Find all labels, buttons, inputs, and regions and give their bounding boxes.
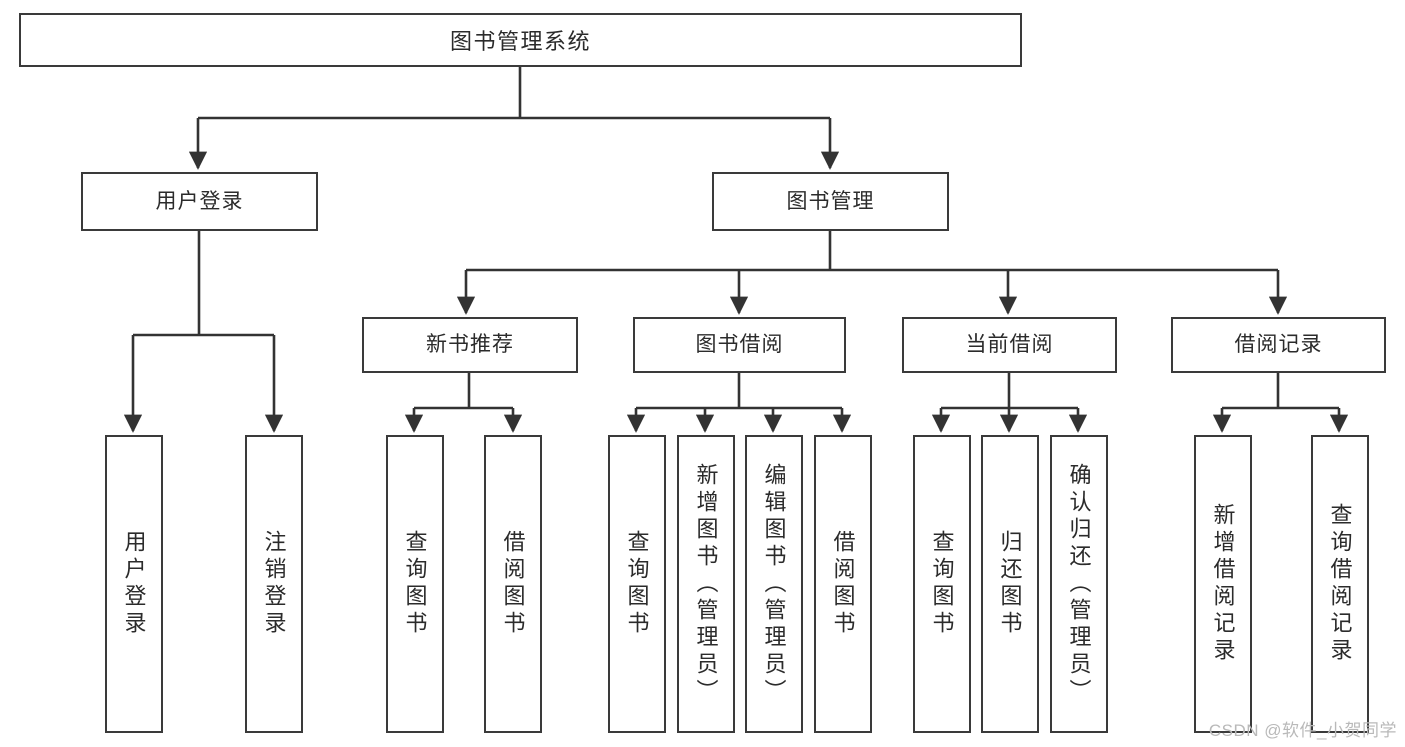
csdn-watermark: CSDN @软件_小贺同学: [1208, 721, 1397, 740]
leaf-new-book-1[interactable]: 查询图书: [386, 435, 444, 733]
leaf-current-borrow-2-label: 归还图书: [997, 530, 1023, 638]
node-root-library-system[interactable]: 图书管理系统: [19, 13, 1022, 67]
leaf-borrow-record-2[interactable]: 查询借阅记录: [1311, 435, 1369, 733]
leaf-book-borrow-2[interactable]: 新增图书（管理员）: [677, 435, 735, 733]
leaf-borrow-record-2-label: 查询借阅记录: [1327, 503, 1353, 665]
node-book-borrow-label: 图书借阅: [695, 333, 784, 357]
leaf-current-borrow-3[interactable]: 确认归还（管理员）: [1050, 435, 1108, 733]
node-new-book-recommend[interactable]: 新书推荐: [362, 317, 578, 373]
leaf-borrow-record-1[interactable]: 新增借阅记录: [1194, 435, 1252, 733]
node-user-login[interactable]: 用户登录: [81, 172, 318, 231]
leaf-book-borrow-3-label: 编辑图书（管理员）: [761, 462, 787, 706]
leaf-user-login-2-label: 注销登录: [261, 530, 287, 638]
leaf-book-borrow-1-label: 查询图书: [624, 530, 650, 638]
node-root-label: 图书管理系统: [449, 29, 591, 54]
leaf-user-login-1[interactable]: 用户登录: [105, 435, 163, 733]
node-current-borrow-label: 当前借阅: [965, 333, 1054, 357]
leaf-book-borrow-3[interactable]: 编辑图书（管理员）: [745, 435, 803, 733]
node-new-book-recommend-label: 新书推荐: [426, 333, 514, 357]
leaf-new-book-1-label: 查询图书: [402, 530, 428, 638]
leaf-book-borrow-1[interactable]: 查询图书: [608, 435, 666, 733]
leaf-user-login-2[interactable]: 注销登录: [245, 435, 303, 733]
node-book-management-label: 图书管理: [786, 189, 875, 213]
leaf-new-book-2-label: 借阅图书: [500, 530, 526, 638]
node-book-management[interactable]: 图书管理: [712, 172, 949, 231]
leaf-book-borrow-4[interactable]: 借阅图书: [814, 435, 872, 733]
leaf-book-borrow-4-label: 借阅图书: [830, 530, 856, 638]
leaf-borrow-record-1-label: 新增借阅记录: [1210, 503, 1236, 665]
node-borrow-record[interactable]: 借阅记录: [1171, 317, 1386, 373]
node-current-borrow[interactable]: 当前借阅: [902, 317, 1117, 373]
leaf-current-borrow-1[interactable]: 查询图书: [913, 435, 971, 733]
leaf-user-login-1-label: 用户登录: [121, 530, 147, 638]
leaf-book-borrow-2-label: 新增图书（管理员）: [693, 462, 719, 706]
leaf-current-borrow-1-label: 查询图书: [929, 530, 955, 638]
leaf-new-book-2[interactable]: 借阅图书: [484, 435, 542, 733]
node-book-borrow[interactable]: 图书借阅: [633, 317, 846, 373]
node-user-login-label: 用户登录: [155, 189, 244, 213]
node-borrow-record-label: 借阅记录: [1234, 333, 1323, 357]
leaf-current-borrow-2[interactable]: 归还图书: [981, 435, 1039, 733]
leaf-current-borrow-3-label: 确认归还（管理员）: [1066, 462, 1092, 706]
